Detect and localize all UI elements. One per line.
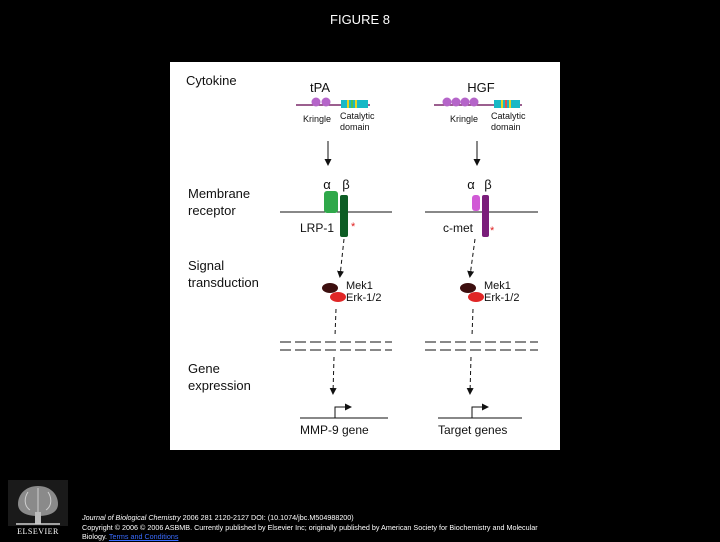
- lrp1-beta-subunit: [340, 195, 348, 237]
- row-label-membrane: Membrane: [188, 186, 250, 201]
- citation-footer: Journal of Biological Chemistry 2006 281…: [82, 513, 552, 542]
- mek1-icon: [460, 283, 476, 293]
- catalytic-stripe: [501, 100, 503, 108]
- row-label-gene: Gene: [188, 361, 220, 376]
- catalytic-label-domain: domain: [491, 122, 521, 132]
- row-label-expression: expression: [188, 378, 251, 393]
- kringle-label: Kringle: [303, 114, 331, 124]
- kringle-domain-icon: [460, 97, 470, 107]
- kringle-domain-icon: [442, 97, 452, 107]
- cytokine-name-tpa: tPA: [310, 80, 330, 95]
- transcription-start-icon: [471, 403, 489, 418]
- receptor-label-lrp1: LRP-1: [300, 221, 334, 235]
- target-gene-label-mmp9: MMP-9 gene: [300, 423, 369, 437]
- cmet-alpha-subunit: [472, 195, 480, 211]
- mek1-label: Mek1: [346, 280, 373, 292]
- arrow-receptor-to-signal: [337, 238, 345, 278]
- arrow-receptor-to-signal: [467, 238, 476, 278]
- catalytic-stripe: [351, 100, 353, 108]
- receptor-label-cmet: c-met: [443, 221, 474, 235]
- transcription-start-icon: [334, 403, 352, 418]
- row-label-transduction: transduction: [188, 275, 259, 290]
- mek1-icon: [322, 283, 338, 293]
- alpha-label: α: [323, 177, 331, 192]
- kringle-domain-icon: [321, 97, 331, 107]
- catalytic-label: Catalytic: [491, 111, 526, 121]
- phospho-star: *: [490, 225, 495, 237]
- target-gene-label: Target genes: [438, 423, 507, 437]
- diagram-panel: Cytokine Membrane receptor Signal transd…: [170, 62, 560, 450]
- catalytic-stripe: [505, 100, 507, 108]
- catalytic-stripe: [509, 100, 511, 108]
- journal-name: Journal of Biological Chemistry: [82, 513, 181, 522]
- lrp1-alpha-subunit: [324, 191, 338, 213]
- row-label-signal: Signal: [188, 258, 224, 273]
- signaling-diagram: Cytokine Membrane receptor Signal transd…: [186, 73, 538, 437]
- kringle-label: Kringle: [450, 114, 478, 124]
- signal-dashed-line: [471, 308, 474, 337]
- beta-label: β: [342, 177, 349, 192]
- signal-dashed-line: [334, 308, 337, 337]
- kringle-domain-icon: [451, 97, 461, 107]
- terms-link[interactable]: Terms and Conditions: [108, 532, 179, 541]
- erk-icon: [468, 292, 484, 302]
- elsevier-tree-logo-icon: [8, 480, 68, 526]
- copyright-text: Copyright © 2006 © 2006 ASBMB. Currently…: [82, 522, 538, 542]
- beta-label: β: [484, 177, 491, 192]
- row-label-cytokine: Cytokine: [186, 73, 237, 88]
- catalytic-label-domain: domain: [340, 122, 370, 132]
- row-label-receptor: receptor: [188, 203, 236, 218]
- cytokine-name-hgf: HGF: [467, 80, 495, 95]
- elsevier-logo-text: ELSEVIER: [17, 527, 59, 536]
- catalytic-stripe: [347, 100, 349, 108]
- erk-label: Erk-1/2: [346, 292, 381, 304]
- arrow-to-gene: [329, 356, 337, 395]
- kringle-domain-icon: [311, 97, 321, 107]
- catalytic-domain-icon: [341, 100, 368, 108]
- cmet-beta-subunit: [482, 195, 489, 237]
- catalytic-label: Catalytic: [340, 111, 375, 121]
- erk-label: Erk-1/2: [484, 292, 519, 304]
- citation-text: 2006 281 2120-2127 DOI: (10.1074/jbc.M50…: [180, 513, 354, 522]
- alpha-label: α: [467, 177, 475, 192]
- kringle-domain-icon: [469, 97, 479, 107]
- figure-title: FIGURE 8: [330, 12, 390, 27]
- phospho-star: *: [351, 221, 356, 233]
- mek1-label: Mek1: [484, 280, 511, 292]
- erk-icon: [330, 292, 346, 302]
- arrow-to-gene: [466, 356, 474, 395]
- catalytic-stripe: [355, 100, 357, 108]
